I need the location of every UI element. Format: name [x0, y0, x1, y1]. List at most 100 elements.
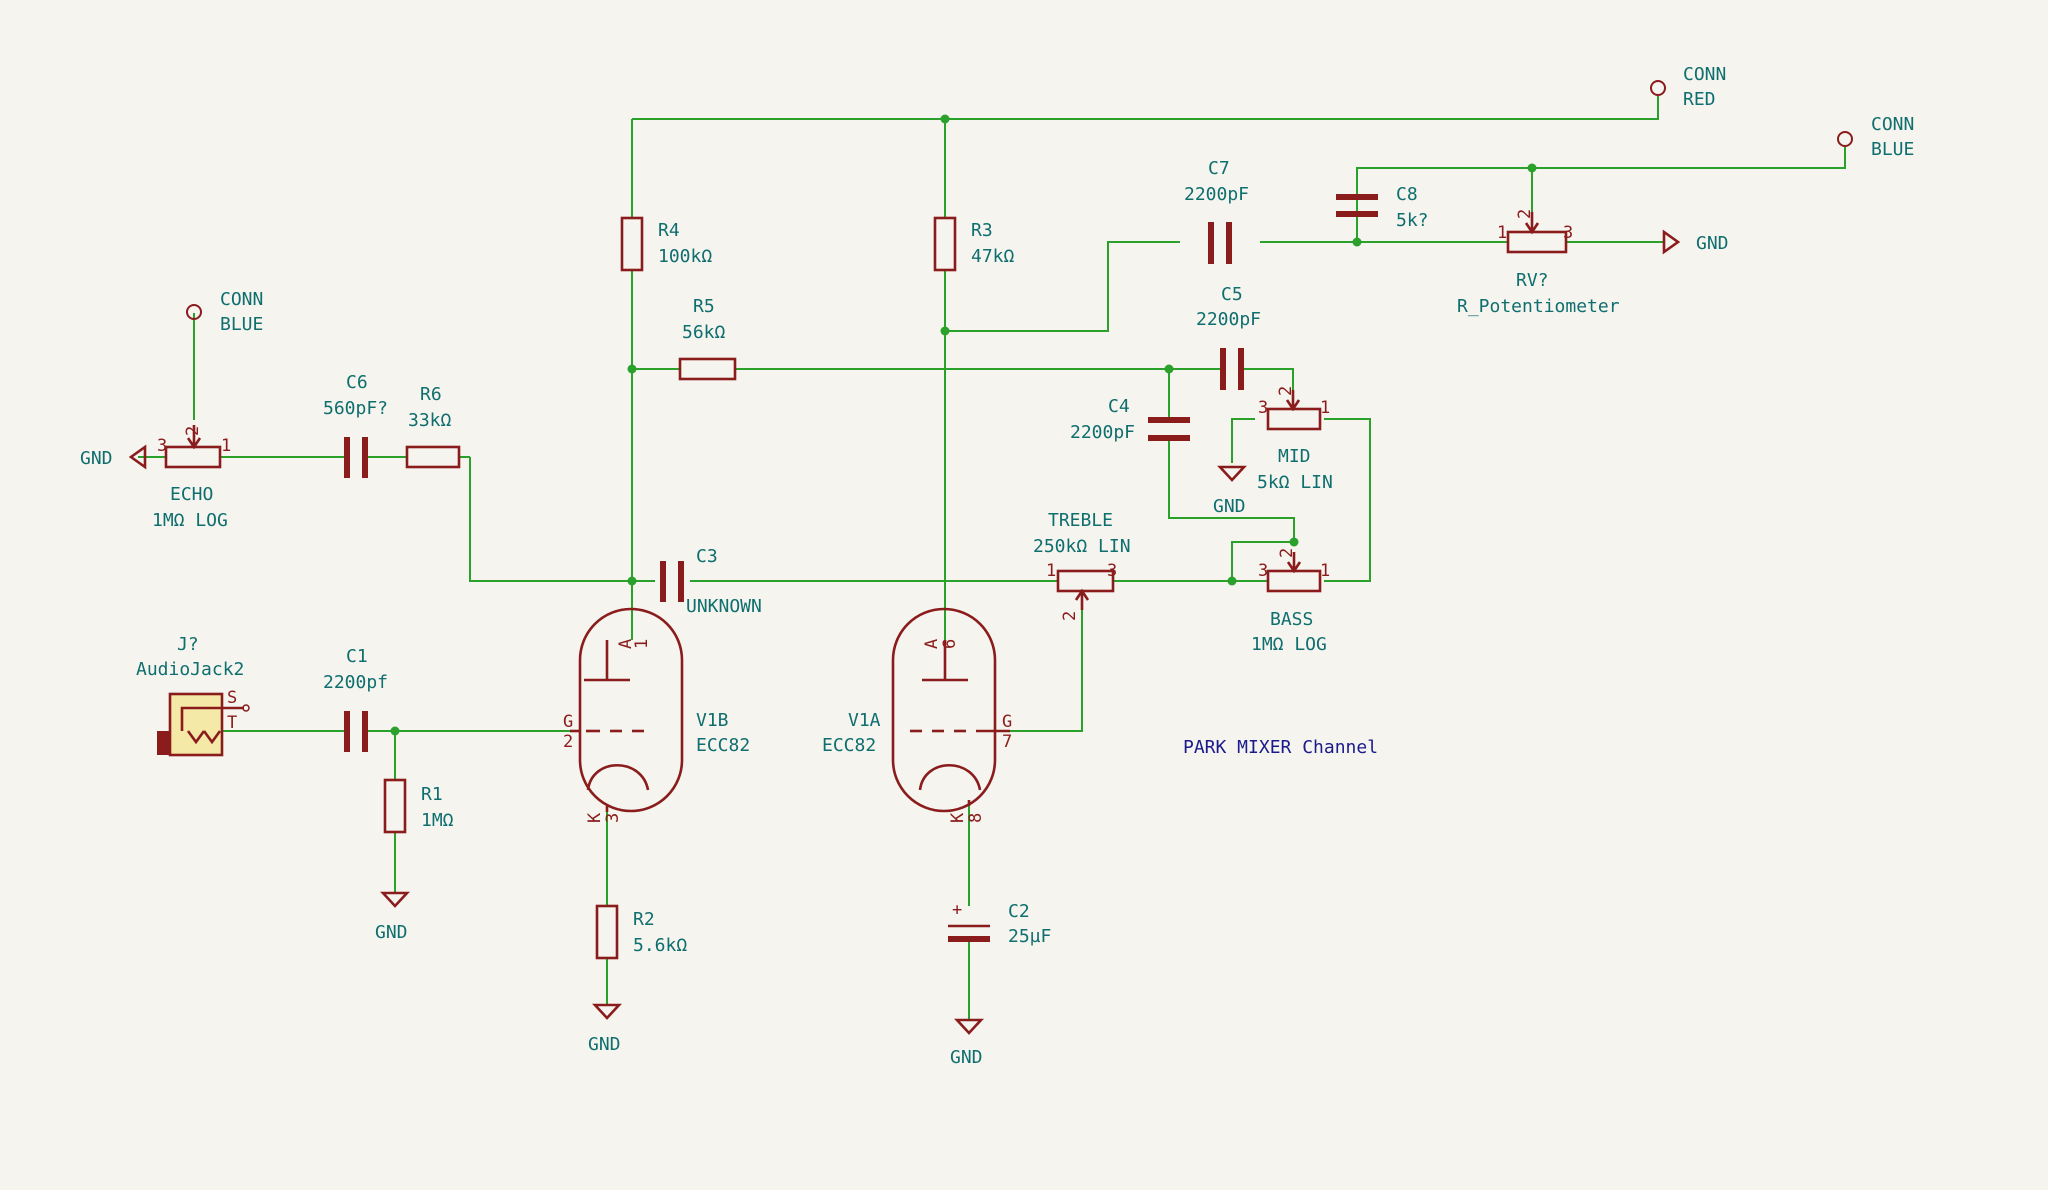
rv-pin2: 2 — [1515, 209, 1535, 219]
rv-pin3: 3 — [1563, 223, 1573, 243]
ground-label: GND — [375, 922, 408, 943]
c1-ref: C1 — [346, 646, 368, 667]
capacitor-c8[interactable]: C8 5k? — [1336, 184, 1429, 231]
jack-pin-t: T — [227, 713, 237, 733]
c6-value: 560pF? — [323, 398, 388, 419]
r1-value: 1MΩ — [421, 810, 454, 831]
jack-ref: J? — [177, 634, 199, 655]
r5-value: 56kΩ — [682, 322, 726, 343]
potentiometer-bass[interactable]: 3 1 2 BASS 1MΩ LOG — [1251, 548, 1330, 655]
v1a-ref: V1A — [848, 710, 881, 731]
capacitor-c1[interactable]: C1 2200pf — [323, 646, 388, 752]
wire-c5-mid — [1242, 368, 1294, 400]
treble-ref: TREBLE — [1048, 510, 1113, 531]
capacitor-c6[interactable]: C6 560pF? — [323, 372, 388, 478]
junction-dot — [627, 364, 637, 374]
resistor-r2[interactable]: R2 5.6kΩ — [595, 904, 687, 960]
capacitor-c7[interactable]: C7 2200pF — [1184, 158, 1249, 264]
c3-value: UNKNOWN — [686, 596, 762, 617]
c5-ref: C5 — [1221, 284, 1243, 305]
r6-value: 33kΩ — [408, 410, 452, 431]
resistor-r5[interactable]: R5 56kΩ — [678, 296, 737, 381]
potentiometer-rv[interactable]: 1 3 2 RV? R_Potentiometer — [1457, 209, 1620, 317]
r2-value: 5.6kΩ — [633, 935, 687, 956]
v1a-value: ECC82 — [822, 735, 876, 756]
connector-blue-top-line2: BLUE — [1871, 139, 1914, 160]
v1a-pin-a: A — [922, 639, 942, 649]
c2-ref: C2 — [1008, 901, 1030, 922]
mid-pin2: 2 — [1276, 386, 1296, 396]
v1b-value: ECC82 — [696, 735, 750, 756]
r3-value: 47kΩ — [971, 246, 1015, 267]
junction-dot — [1227, 576, 1237, 586]
connector-red[interactable]: CONN RED — [1650, 64, 1726, 110]
v1a-pin-a-num: 6 — [940, 639, 960, 649]
potentiometer-treble[interactable]: 1 3 2 TREBLE 250kΩ LIN — [1033, 510, 1131, 621]
resistor-r1[interactable]: R1 1MΩ — [383, 778, 454, 834]
connector-blue-top[interactable]: CONN BLUE — [1837, 114, 1914, 160]
c7-ref: C7 — [1208, 158, 1230, 179]
resistor-r4[interactable]: R4 100kΩ — [620, 216, 712, 272]
junction-dot — [1527, 163, 1537, 173]
v1a-pin-k-num: 8 — [966, 813, 986, 823]
v1b-pin-k-num: 3 — [603, 813, 623, 823]
junction-dot — [1352, 237, 1362, 247]
c2-value: 25µF — [1008, 926, 1051, 947]
treble-pin3: 3 — [1107, 561, 1117, 581]
ground-symbol: GND — [950, 1018, 984, 1068]
c8-ref: C8 — [1396, 184, 1418, 205]
r1-ref: R1 — [421, 784, 443, 805]
capacitor-c4[interactable]: C4 2200pF — [1070, 396, 1190, 443]
bass-pin1: 1 — [1320, 561, 1330, 581]
v1a-pin-g: G — [1002, 712, 1012, 732]
v1b-pin-k: K — [585, 812, 605, 823]
rv-pin1: 1 — [1497, 223, 1507, 243]
audio-jack[interactable]: S T J? AudioJack2 — [136, 634, 250, 757]
treble-pin2: 2 — [1060, 611, 1080, 621]
tube-v1a[interactable]: A 6 G 7 K 8 V1A ECC82 — [822, 607, 1012, 823]
connector-blue-left[interactable]: CONN BLUE — [186, 289, 263, 335]
resistor-r3[interactable]: R3 47kΩ — [933, 216, 1015, 272]
r5-ref: R5 — [693, 296, 715, 317]
potentiometer-mid[interactable]: 3 1 2 MID 5kΩ LIN — [1257, 386, 1333, 493]
r3-ref: R3 — [971, 220, 993, 241]
r6-ref: R6 — [420, 384, 442, 405]
wire-mid-gnd — [1231, 418, 1255, 463]
ground-label: GND — [80, 448, 113, 469]
c4-ref: C4 — [1108, 396, 1130, 417]
treble-value: 250kΩ LIN — [1033, 536, 1131, 557]
capacitor-c3[interactable]: C3 UNKNOWN — [660, 546, 762, 617]
mid-pin3: 3 — [1258, 398, 1268, 418]
wire-r6-c3 — [469, 457, 655, 582]
junction-dot — [1164, 364, 1174, 374]
r4-ref: R4 — [658, 220, 680, 241]
junction-dot — [940, 326, 950, 336]
capacitor-c2[interactable]: + C2 25µF — [948, 900, 1051, 947]
potentiometer-echo[interactable]: 3 1 2 ECHO 1MΩ LOG — [152, 425, 231, 531]
ground-symbol: GND — [80, 444, 147, 470]
junction-dot — [940, 114, 950, 124]
ground-label: GND — [1213, 496, 1246, 517]
v1a-pin-k: K — [948, 812, 968, 823]
bass-pin2: 2 — [1277, 548, 1297, 558]
ground-symbol: GND — [1213, 465, 1247, 517]
treble-pin1: 1 — [1046, 561, 1056, 581]
echo-pin1: 1 — [221, 436, 231, 456]
r4-value: 100kΩ — [658, 246, 712, 267]
connector-red-line1: CONN — [1683, 64, 1726, 85]
c8-value: 5k? — [1396, 210, 1429, 231]
ground-symbol: GND — [588, 1003, 622, 1055]
resistor-r6[interactable]: R6 33kΩ — [405, 384, 461, 469]
echo-pin2: 2 — [183, 426, 203, 436]
bass-ref: BASS — [1270, 609, 1313, 630]
connector-blue-top-line1: CONN — [1871, 114, 1914, 135]
v1b-ref: V1B — [696, 710, 729, 731]
connector-red-line2: RED — [1683, 89, 1716, 110]
junction-dot — [1289, 537, 1299, 547]
v1b-pin-a: A — [616, 639, 636, 649]
tube-v1b[interactable]: A 1 G 2 K 3 V1B ECC82 — [563, 607, 750, 823]
capacitor-c5[interactable]: C5 2200pF — [1196, 284, 1261, 390]
junction-dot — [627, 576, 637, 586]
v1b-pin-a-num: 1 — [632, 639, 652, 649]
